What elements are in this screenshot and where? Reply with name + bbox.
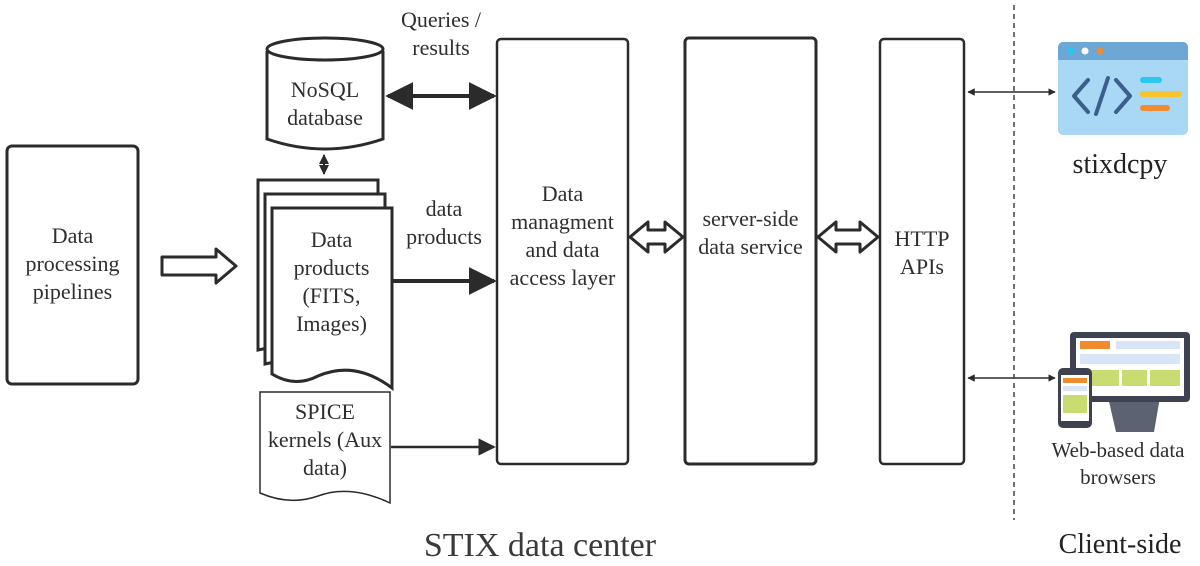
http-label: HTTP APIs xyxy=(894,226,950,279)
web-browser-icon xyxy=(1058,332,1190,432)
web-browsers-label: Web-based data browsers xyxy=(1051,438,1185,489)
pipelines-box xyxy=(5,144,140,386)
dm-layer-box xyxy=(495,37,630,466)
data-products-label: Data products (FITS, Images) xyxy=(293,227,370,336)
dm-server-double-arrow xyxy=(628,220,685,254)
stixdcpy-label: stixdcpy xyxy=(1072,149,1168,180)
client-side-title: Client-side xyxy=(1058,529,1182,560)
data-products-stack xyxy=(256,178,394,392)
products-edge-label: data products xyxy=(406,196,482,249)
stix-center-title: STIX data center xyxy=(423,527,657,564)
server-box xyxy=(683,36,818,466)
nosql-cylinder xyxy=(265,36,385,151)
http-box xyxy=(878,37,966,466)
server-http-double-arrow xyxy=(816,220,880,254)
server-label: server-side data service xyxy=(698,206,803,259)
pipelines-label: Data processing pipelines xyxy=(25,223,120,304)
spice-document xyxy=(259,391,391,505)
nosql-label: NoSQL database xyxy=(287,77,363,130)
dm-layer-label: Data managment and data access layer xyxy=(509,181,616,290)
block-arrow-pipelines xyxy=(160,247,238,285)
code-window-icon xyxy=(1058,42,1188,135)
spice-label: SPICE kernels (Aux data) xyxy=(267,399,383,480)
queries-label: Queries / results xyxy=(400,7,482,60)
